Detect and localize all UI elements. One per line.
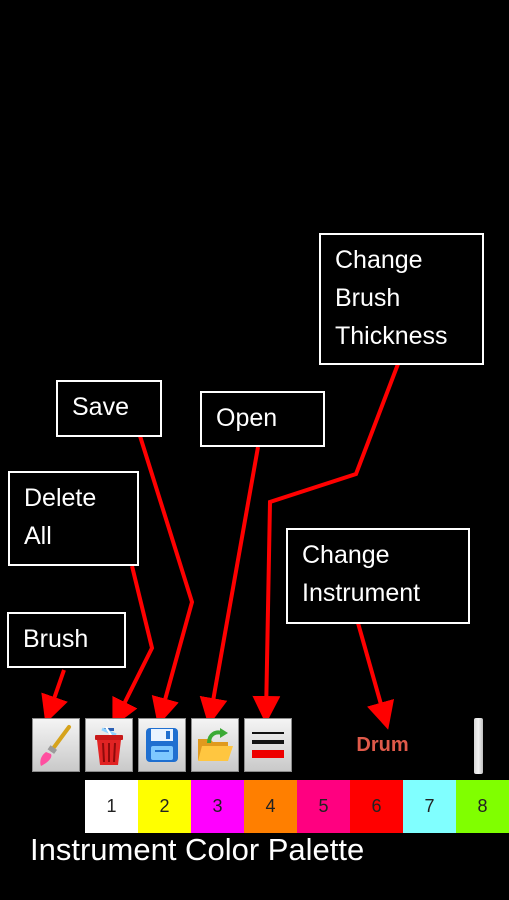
palette-caption: Instrument Color Palette [30, 832, 365, 867]
floppy-disk-icon [146, 728, 178, 762]
arrow-save [138, 435, 195, 726]
callout-save: Save [56, 380, 162, 437]
arrow-instrument [356, 622, 395, 730]
save-button[interactable] [138, 718, 186, 772]
delete-all-button[interactable] [85, 718, 133, 772]
arrow-brush [41, 669, 68, 724]
palette-swatch-6[interactable]: 6 [350, 780, 403, 833]
palette-swatch-5[interactable]: 5 [297, 780, 350, 833]
brush-icon [40, 725, 71, 766]
callout-delete-all: Delete All [8, 471, 139, 566]
brush-button[interactable] [32, 718, 80, 772]
palette-swatch-8[interactable]: 8 [456, 780, 509, 833]
brush-thickness-button[interactable] [244, 718, 292, 772]
arrow-open [199, 446, 260, 726]
callout-instrument: Change Instrument [286, 528, 470, 624]
open-button[interactable] [191, 718, 239, 772]
arrow-delete-all [112, 565, 155, 728]
open-folder-icon [198, 728, 233, 761]
arrow-thickness [252, 363, 400, 724]
callout-open: Open [200, 391, 325, 447]
instrument-selector[interactable]: Drum [356, 733, 409, 756]
trash-icon [95, 726, 123, 765]
toolbar-scroll-handle[interactable] [474, 718, 483, 774]
brush-thickness-icon [252, 732, 284, 758]
callout-thickness: Change Brush Thickness [319, 233, 484, 365]
palette-swatch-2[interactable]: 2 [138, 780, 191, 833]
palette-swatch-4[interactable]: 4 [244, 780, 297, 833]
palette-swatch-3[interactable]: 3 [191, 780, 244, 833]
callout-brush: Brush [7, 612, 126, 668]
palette-swatch-1[interactable]: 1 [85, 780, 138, 833]
palette-swatch-7[interactable]: 7 [403, 780, 456, 833]
